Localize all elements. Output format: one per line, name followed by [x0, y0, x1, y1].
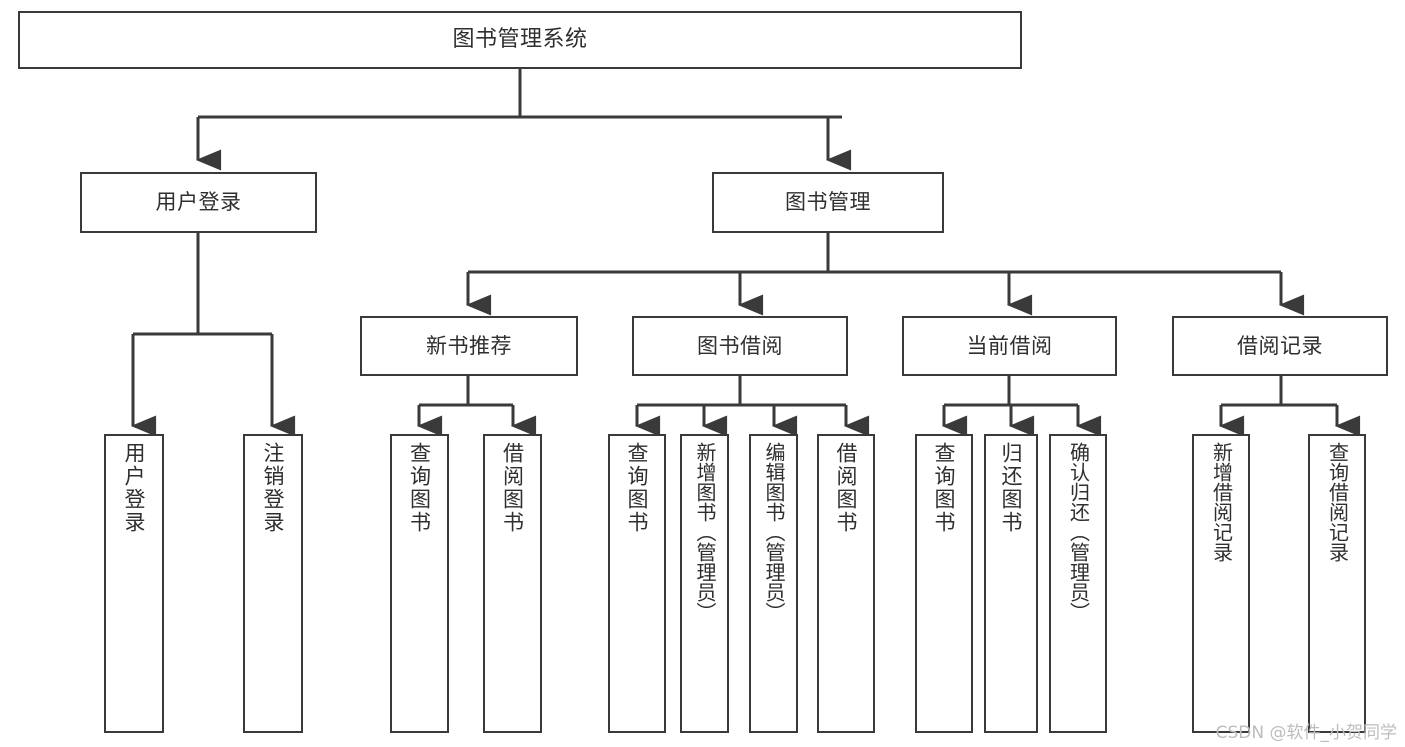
node-book-borrow[interactable]: 图书借阅 — [632, 316, 848, 376]
node-leaf-query-record[interactable]: 查询借阅记录 — [1308, 434, 1366, 733]
node-leaf-query-book-2[interactable]: 查询图书 — [608, 434, 666, 733]
node-leaf-query-record-label: 查询借阅记录 — [1325, 442, 1350, 562]
node-user-login[interactable]: 用户登录 — [80, 172, 317, 233]
node-leaf-add-book-label: 新增图书（管理员） — [693, 442, 717, 622]
node-new-book-recommend-label: 新书推荐 — [426, 333, 512, 358]
node-leaf-borrow-book-1-label: 借阅图书 — [500, 442, 525, 534]
node-user-login-label: 用户登录 — [155, 190, 242, 215]
node-leaf-return-book[interactable]: 归还图书 — [984, 434, 1038, 733]
watermark-credit: CSDN @软件_小贺同学 — [1215, 723, 1397, 743]
node-book-manage-label: 图书管理 — [785, 190, 871, 215]
node-current-borrow-label: 当前借阅 — [966, 333, 1053, 358]
node-leaf-query-book-2-label: 查询图书 — [625, 442, 650, 534]
node-leaf-confirm-return[interactable]: 确认归还（管理员） — [1049, 434, 1107, 733]
node-leaf-user-login-label: 用户登录 — [122, 442, 147, 534]
node-book-manage[interactable]: 图书管理 — [712, 172, 944, 233]
node-current-borrow[interactable]: 当前借阅 — [902, 316, 1117, 376]
node-leaf-return-book-label: 归还图书 — [999, 442, 1024, 534]
node-leaf-query-book-1-label: 查询图书 — [407, 442, 432, 534]
node-leaf-logout[interactable]: 注销登录 — [243, 434, 303, 733]
node-leaf-add-record-label: 新增借阅记录 — [1209, 442, 1234, 562]
node-root-system[interactable]: 图书管理系统 — [18, 11, 1022, 69]
node-borrow-record[interactable]: 借阅记录 — [1172, 316, 1388, 376]
node-new-book-recommend[interactable]: 新书推荐 — [360, 316, 578, 376]
node-leaf-user-login[interactable]: 用户登录 — [104, 434, 164, 733]
node-leaf-add-book[interactable]: 新增图书（管理员） — [680, 434, 729, 733]
node-leaf-query-book-3-label: 查询图书 — [932, 442, 957, 534]
node-leaf-confirm-return-label: 确认归还（管理员） — [1066, 442, 1091, 622]
node-leaf-edit-book-label: 编辑图书（管理员） — [762, 442, 786, 622]
node-leaf-borrow-book-2-label: 借阅图书 — [834, 442, 859, 534]
node-leaf-query-book-3[interactable]: 查询图书 — [915, 434, 973, 733]
node-leaf-edit-book[interactable]: 编辑图书（管理员） — [749, 434, 798, 733]
node-leaf-borrow-book-1[interactable]: 借阅图书 — [483, 434, 542, 733]
node-root-system-label: 图书管理系统 — [452, 27, 588, 53]
node-book-borrow-label: 图书借阅 — [697, 333, 783, 358]
node-leaf-add-record[interactable]: 新增借阅记录 — [1192, 434, 1250, 733]
node-leaf-borrow-book-2[interactable]: 借阅图书 — [817, 434, 875, 733]
node-borrow-record-label: 借阅记录 — [1237, 333, 1323, 358]
node-leaf-query-book-1[interactable]: 查询图书 — [390, 434, 449, 733]
node-leaf-logout-label: 注销登录 — [261, 442, 286, 534]
